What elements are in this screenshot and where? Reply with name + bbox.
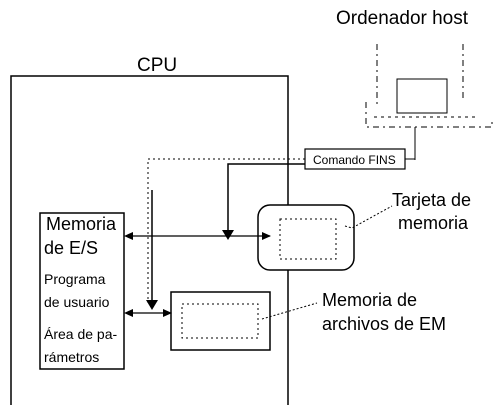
user-program-label-line2: de usuario — [44, 294, 110, 310]
host-computer-label: Ordenador host — [336, 8, 469, 29]
memory-card-leader — [344, 205, 393, 229]
parameter-area-label-line1: Área de pa- — [44, 326, 118, 342]
fins-dotted-path — [147, 158, 305, 303]
io-memory-block — [39, 212, 125, 370]
em-memory-leader — [261, 302, 318, 320]
io-em-arrow-tail — [124, 309, 133, 317]
fins-command-label: Comando FINS — [313, 153, 396, 167]
em-memory-box — [170, 291, 271, 351]
io-memory-label-line2: de E/S — [44, 238, 99, 258]
user-program-label-line1: Programa — [44, 271, 106, 287]
memory-card-outline — [257, 204, 355, 271]
arrowhead-down-params — [146, 300, 158, 310]
io-memory-label-line1: Memoria — [46, 214, 117, 234]
fins-arrow-to-card — [227, 163, 305, 236]
host-computer-icon — [365, 44, 493, 160]
io-card-arrow-tail — [124, 232, 133, 240]
cpu-label: CPU — [137, 55, 178, 76]
memory-card-inner — [279, 218, 337, 260]
em-memory-label-line2: archivos de EM — [322, 314, 447, 334]
arrowhead-down-card — [222, 230, 234, 240]
memory-card-label-line1: Tarjeta de — [392, 190, 472, 210]
memory-card-label-line2: memoria — [398, 213, 469, 233]
em-memory-label-line1: Memoria de — [322, 290, 418, 310]
parameter-area-label-line2: rámetros — [44, 349, 100, 365]
host-monitor-screen — [396, 78, 448, 114]
